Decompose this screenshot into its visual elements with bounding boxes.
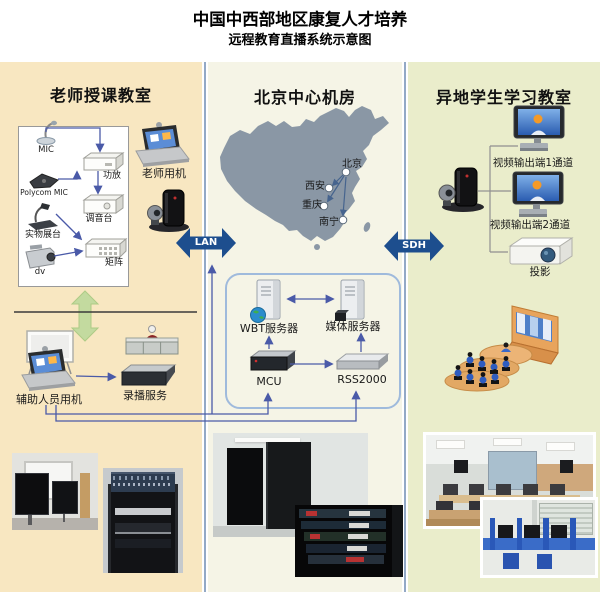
center-room-header: 北京中心机房 xyxy=(253,88,356,107)
page-title: 中国中西部地区康复人才培养 xyxy=(192,10,408,29)
polycom-mic-icon xyxy=(29,173,59,189)
page-subtitle: 远程教育直播系统示意图 xyxy=(228,33,372,48)
recorder-label: 录播服务 xyxy=(123,389,167,402)
sdh-label: SDH xyxy=(402,240,426,251)
podium-icon xyxy=(125,325,179,355)
rss2000-icon xyxy=(335,353,390,370)
dv-label: dv xyxy=(34,267,46,277)
video-output2-label: 视频输出端2通道 xyxy=(489,219,571,231)
mixer-icon xyxy=(82,194,125,214)
map-route-lines xyxy=(327,174,348,217)
china-map-icon xyxy=(220,106,389,250)
student-codec-icon xyxy=(438,167,484,212)
dv-camera-icon xyxy=(25,244,56,269)
media-server-label: 媒体服务器 xyxy=(325,320,381,333)
mcu-icon xyxy=(249,350,297,371)
doc-camera-icon xyxy=(28,203,58,230)
lan-label: LAN xyxy=(194,237,218,248)
lan-arrow-icon xyxy=(176,228,236,258)
teacher-room-header: 老师授课教室 xyxy=(49,86,152,105)
center-servers-box xyxy=(225,273,401,409)
projector-icon xyxy=(508,237,574,265)
column-divider-left xyxy=(204,62,206,592)
amplifier-label: 功放 xyxy=(102,171,122,181)
teacher-pc-label: 老师用机 xyxy=(142,167,186,180)
doc-camera-label: 实物展台 xyxy=(24,230,62,240)
city-label-beijing: 北京 xyxy=(342,159,362,170)
output-branch-lines xyxy=(478,145,518,253)
polycom-label: Polycom MIC xyxy=(20,188,68,197)
video-output2-monitor-icon xyxy=(512,171,564,217)
media-server-icon xyxy=(335,279,365,321)
sdh-arrow-icon xyxy=(384,231,444,261)
recorder-icon xyxy=(120,364,177,386)
assistant-pc-label: 辅助人员用机 xyxy=(16,393,82,406)
city-label-nanning: 南宁 xyxy=(319,217,339,228)
city-dot-icon xyxy=(319,167,351,225)
mixer-label: 调音台 xyxy=(85,214,113,224)
amplifier-icon xyxy=(82,152,125,172)
mic-icon xyxy=(36,120,57,145)
assistant-laptop-icon xyxy=(21,346,76,391)
photo-rack-closeup xyxy=(295,505,403,577)
mic-label: MIC xyxy=(38,145,54,155)
sync-arrow-icon xyxy=(70,290,100,342)
photo-equipment-rack xyxy=(103,468,183,573)
wbt-server-label: WBT服务器 xyxy=(239,322,299,335)
wbt-server-icon xyxy=(250,279,281,323)
matrix-icon xyxy=(84,237,128,259)
student-room-header: 异地学生学习教室 xyxy=(435,88,572,107)
connector-lines xyxy=(45,127,366,422)
rss2000-label: RSS2000 xyxy=(337,373,387,386)
matrix-label: 矩阵 xyxy=(104,258,124,268)
teacher-laptop-icon xyxy=(135,122,190,167)
video-output1-label: 视频输出端1通道 xyxy=(492,157,574,169)
teacher-codec-icon xyxy=(147,189,189,232)
student-figures xyxy=(454,352,510,387)
column-divider-right xyxy=(404,62,406,592)
photo-teacher-classroom xyxy=(12,453,98,530)
projector-label: 投影 xyxy=(529,266,551,278)
classroom-illustration-icon xyxy=(444,305,559,392)
city-label-xian: 西安 xyxy=(305,181,325,192)
mcu-label: MCU xyxy=(256,375,282,388)
city-label-chongqing: 重庆 xyxy=(302,200,322,211)
photo-computer-lab xyxy=(480,497,598,578)
video-output1-monitor-icon xyxy=(513,105,565,151)
